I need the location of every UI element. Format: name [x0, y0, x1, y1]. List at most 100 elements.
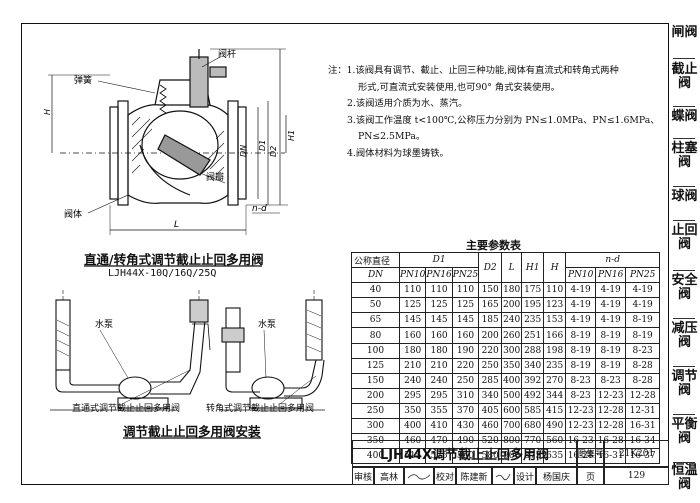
note-line: 2.该阀适用介质为水、蒸汽。 — [328, 96, 658, 113]
table-cell: 145 — [398, 312, 427, 329]
valve-caption-underline — [84, 265, 262, 267]
header-pn: PN16 — [595, 267, 627, 284]
sidebar-divider — [673, 366, 695, 367]
install-caption-underline — [123, 437, 261, 439]
header-pn: PN25 — [625, 267, 661, 284]
table-cell: 288 — [521, 342, 545, 359]
table-cell: 4-19 — [595, 312, 627, 329]
table-cell: 240 — [501, 312, 523, 329]
table-cell: 8-19 — [565, 327, 597, 344]
sidebar-divider — [673, 138, 695, 139]
table-cell: 295 — [398, 387, 427, 404]
table-cell: 160 — [398, 327, 427, 344]
sidebar-item-butterfly-valve[interactable]: 蝶阀 — [671, 110, 698, 124]
table-cell-dn: 80 — [351, 327, 400, 344]
sidebar-divider — [673, 270, 695, 271]
table-cell: 145 — [451, 312, 480, 329]
table-cell: 240 — [425, 372, 453, 389]
table-cell: 8-19 — [595, 357, 627, 374]
header-d2: D2 — [478, 251, 503, 284]
atlas-label: 图集号 — [577, 440, 604, 467]
table-cell: 12-23 — [565, 402, 597, 420]
sidebar-item-ball-valve[interactable]: 球阀 — [671, 190, 698, 204]
table-cell: 8-19 — [565, 342, 597, 359]
sidebar-divider — [673, 318, 695, 319]
signature-mark — [495, 473, 511, 481]
table-cell: 400 — [501, 372, 523, 389]
table-cell: 166 — [543, 327, 567, 344]
drawing-title: LJH44X调节截止止回多用阀 — [352, 440, 577, 467]
header-h: H — [543, 251, 567, 284]
valve-caption: 直通/转角式调节截止止回多用阀 — [84, 252, 264, 267]
sidebar-label: 平衡阀 — [671, 417, 698, 446]
label-h: H — [43, 109, 52, 115]
note-line: 3.该阀工作温度 t<100℃,公称压力分别为 PN≤1.0MPa、PN≤1.6… — [328, 113, 660, 130]
table-cell: 180 — [398, 342, 427, 359]
header-dn: DN — [351, 267, 400, 284]
table-cell: 160 — [425, 327, 453, 344]
table-cell: 125 — [398, 297, 427, 314]
table-cell: 285 — [478, 372, 503, 389]
sidebar-item-balancing-valve[interactable]: 平衡阀 — [671, 418, 698, 446]
header-pn: PN10 — [398, 267, 427, 284]
install-left-label: 直通式调节截止止回多用阀 — [72, 404, 181, 414]
note-line: 形式,可直流式安装使用,也可90° 角式安装使用。 — [328, 80, 658, 97]
sidebar-item-thermostatic-valve[interactable]: 恒温阀 — [671, 464, 698, 492]
table-cell: 16-31 — [625, 418, 661, 435]
table-cell: 125 — [451, 297, 480, 314]
table-cell: 430 — [451, 418, 480, 435]
label-valve-stem: 阀杆 — [218, 48, 236, 60]
header-d1: D1 — [398, 251, 480, 269]
sidebar-item-globe-valve[interactable]: 截止阀 — [671, 63, 698, 91]
sidebar-item-gate-valve[interactable]: 闸阀 — [671, 26, 698, 54]
note-text: 形式,可直流式安装使用,也可90° 角式安装使用。 — [358, 81, 560, 93]
header-nominal-diameter: 公称直径 — [351, 251, 400, 269]
table-cell: 110 — [425, 282, 453, 299]
table-cell: 12-31 — [625, 402, 661, 420]
check-signature — [492, 467, 514, 485]
sidebar-item-safety-valve[interactable]: 安全阀 — [671, 274, 698, 302]
sidebar-item-check-valve[interactable]: 止回阀 — [671, 224, 698, 252]
sidebar-divider — [673, 462, 695, 463]
table-cell-dn: 50 — [351, 297, 400, 314]
table-cell: 4-19 — [565, 297, 597, 314]
sidebar-divider — [673, 106, 695, 107]
table-cell: 110 — [543, 282, 567, 299]
header-l: L — [501, 251, 523, 284]
category-sidebar: 闸阀 截止阀 蝶阀 柱塞阀 球阀 止回阀 安全阀 减压阀 调节阀 平衡阀 恒温阀 — [671, 26, 698, 496]
table-cell: 300 — [501, 342, 523, 359]
table-cell: 8-19 — [625, 327, 661, 344]
valve-model: LJH44X-10Q/16Q/25Q — [108, 268, 217, 279]
sidebar-label: 安全阀 — [671, 273, 698, 302]
sidebar-item-regulating-valve[interactable]: 调节阀 — [671, 370, 698, 398]
note-text: 3.该阀工作温度 t<100℃,公称压力分别为 PN≤1.0MPa、PN≤1.6… — [347, 114, 660, 126]
install-caption: 调节截止止回多用阀安装 — [123, 424, 261, 439]
label-h1: H1 — [287, 130, 296, 141]
table-cell: 220 — [478, 342, 503, 359]
valve-section-drawing: 阀杆 弹簧 阀瓣 阀体 DN D1 D2 H1 H L n-d — [43, 48, 296, 235]
table-cell: 490 — [543, 418, 567, 435]
sidebar-item-pressure-reducing-valve[interactable]: 减压阀 — [671, 322, 698, 350]
table-cell: 8-28 — [625, 357, 661, 374]
table-cell-dn: 150 — [351, 372, 400, 389]
note-text: 2.该阀适用介质为水、蒸汽。 — [347, 98, 468, 109]
note-text: 1.该阀具有调节、截止、止回三种功能,阀体有直流式和转角式两种 — [346, 65, 619, 76]
table-cell: 12-28 — [595, 402, 627, 420]
label-pump-left: 水泵 — [95, 318, 113, 330]
sidebar-item-plunger-valve[interactable]: 柱塞阀 — [671, 142, 698, 170]
table-cell: 344 — [543, 387, 567, 404]
atlas-number: 21K201 — [604, 440, 669, 467]
table-cell: 270 — [543, 372, 567, 389]
table-cell: 210 — [398, 357, 427, 374]
table-cell: 8-19 — [595, 327, 627, 344]
table-cell: 251 — [521, 327, 545, 344]
table-cell: 500 — [501, 387, 523, 404]
sidebar-label: 截止阀 — [671, 62, 698, 91]
label-d2: D2 — [269, 146, 278, 157]
table-cell: 200 — [501, 297, 523, 314]
